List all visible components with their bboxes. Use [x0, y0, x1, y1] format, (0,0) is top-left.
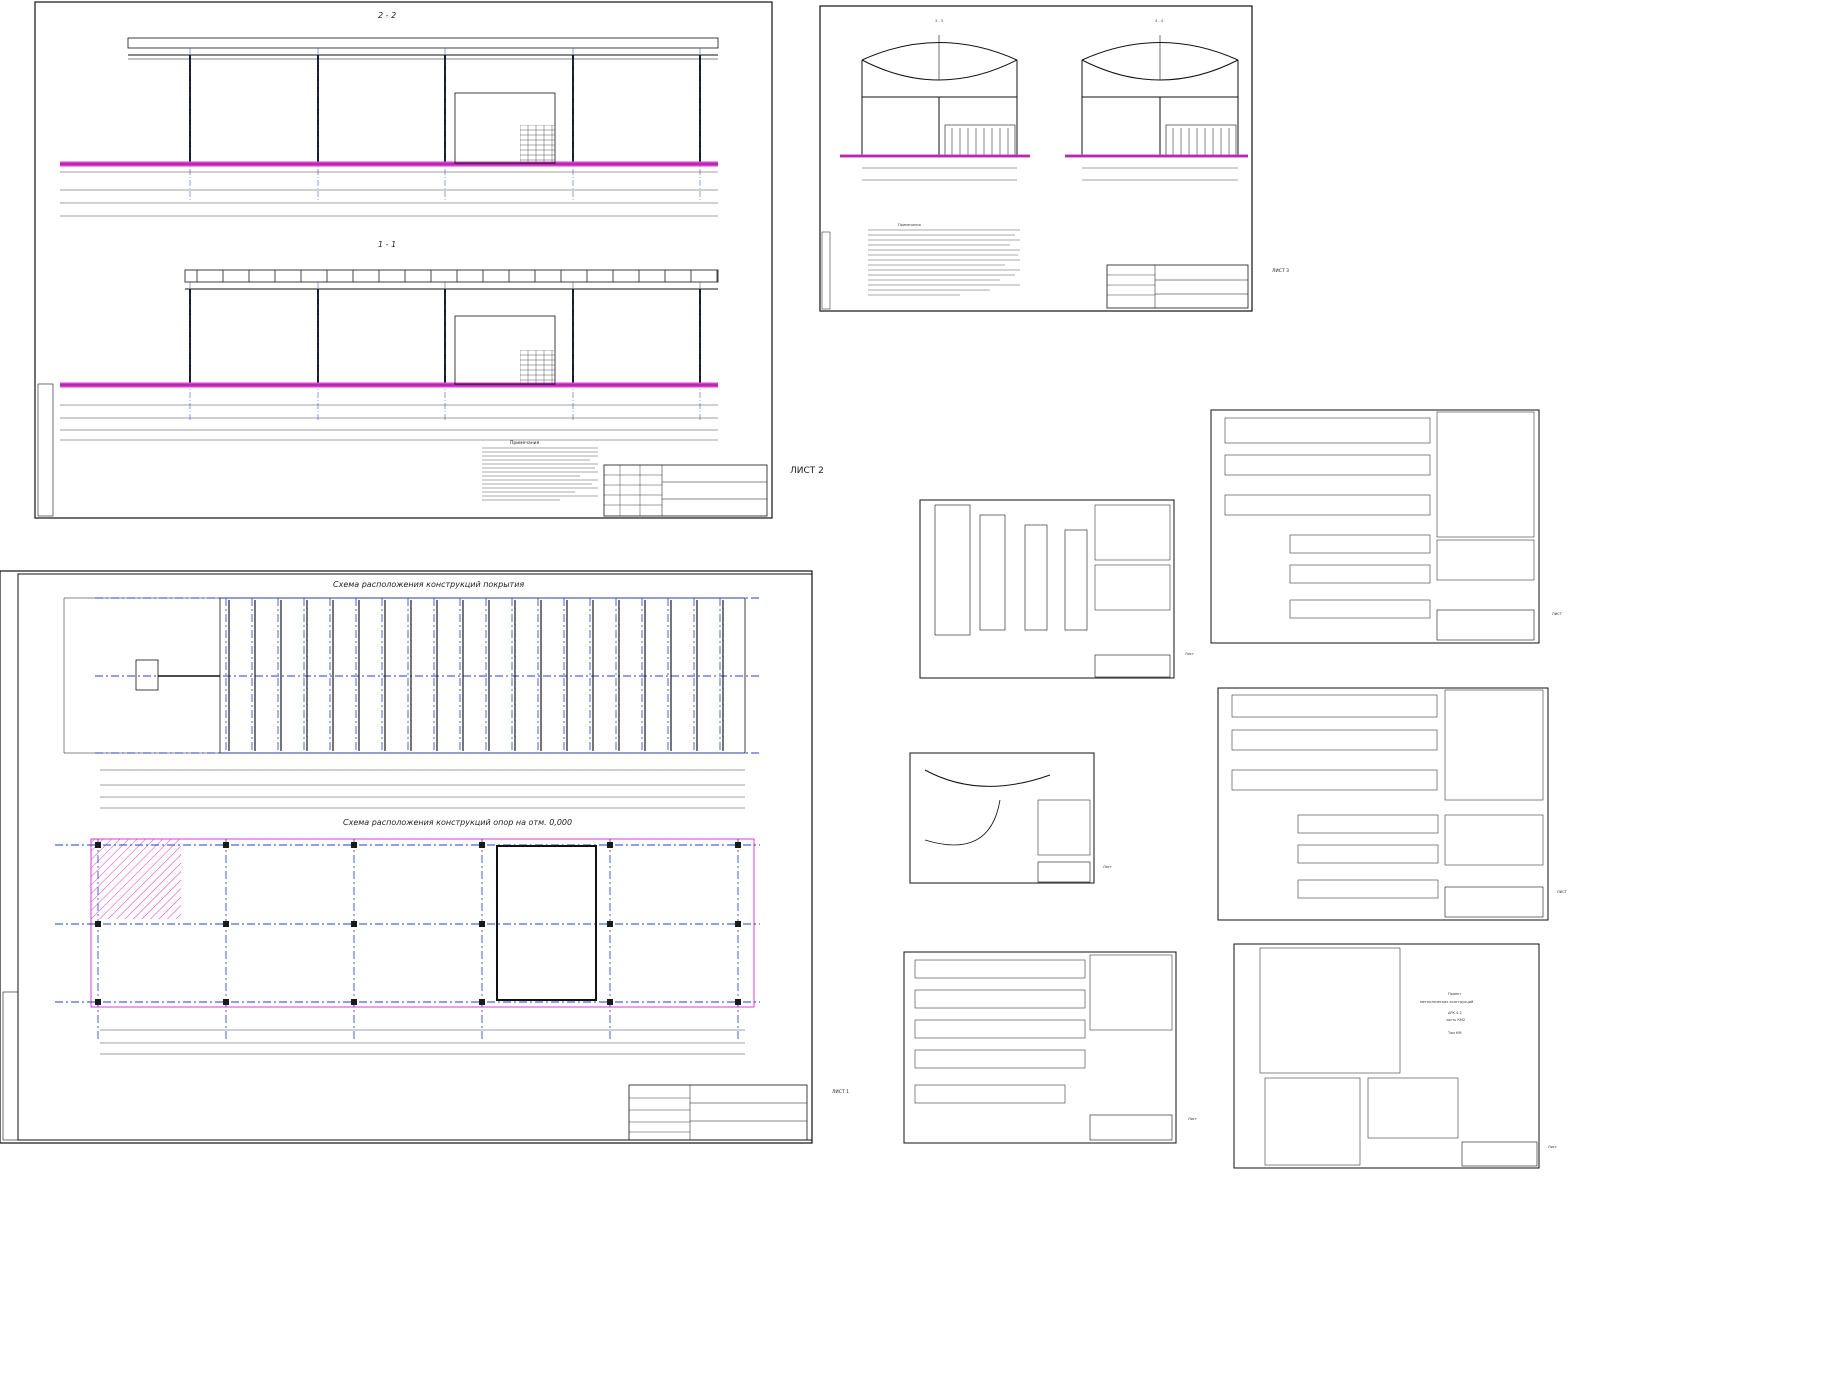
support-node: [95, 921, 101, 927]
sheet-sections-1: 2 - 2 1 - 1 Примечания: [34, 1, 824, 519]
support-node: [223, 842, 229, 848]
sheet-details-5: ЛИСТ: [1210, 409, 1563, 644]
title-block-1: [603, 464, 768, 517]
sheet-label-7: ЛИСТ: [1557, 890, 1568, 894]
title-block-3: [628, 1084, 808, 1141]
cover-title-3: АРК 4.2: [1448, 1011, 1462, 1015]
section-title-3-3: 3 - 3: [935, 19, 943, 23]
sheet-label-4: Лист: [1185, 652, 1194, 656]
section-title-4-4: 4 - 4: [1155, 19, 1164, 23]
plan-title-supports: Схема расположения конструкций опор на о…: [343, 818, 572, 827]
notes-title: Примечания: [510, 440, 540, 446]
support-node: [479, 921, 485, 927]
support-node: [351, 999, 357, 1005]
support-node: [351, 842, 357, 848]
section-title-2-2: 2 - 2: [378, 11, 396, 20]
support-axes: [95, 839, 741, 1040]
support-node: [735, 999, 741, 1005]
sheet-details-7: ЛИСТ: [1217, 687, 1568, 921]
sheet-label-2: ЛИСТ 3: [1272, 268, 1289, 274]
support-node: [607, 921, 613, 927]
support-node: [479, 999, 485, 1005]
sheet-label-1: ЛИСТ 2: [790, 466, 824, 476]
support-node: [223, 921, 229, 927]
support-node: [735, 842, 741, 848]
sheet-plans: Схема расположения конструкций покрытия …: [0, 570, 849, 1144]
plan-title-roof: Схема расположения конструкций покрытия: [333, 580, 524, 589]
support-node: [95, 842, 101, 848]
columns-1-1: [189, 270, 718, 420]
support-node: [479, 842, 485, 848]
title-block-2: [1106, 264, 1249, 309]
cover-title-1: Проект: [1448, 992, 1461, 996]
cover-title-2: металлических конструкций: [1420, 1000, 1473, 1004]
notes-lines: [482, 447, 598, 501]
cover-title-4: часть КМ2: [1446, 1018, 1465, 1022]
support-node: [735, 921, 741, 927]
sheet-details-6: Лист: [909, 752, 1112, 884]
notes-title-2: Примечания: [898, 223, 921, 227]
sheet-label-3: ЛИСТ 1: [832, 1089, 849, 1095]
sheet-label-9: Лист: [1548, 1145, 1557, 1149]
support-node: [351, 921, 357, 927]
sheet-label-5: ЛИСТ: [1552, 612, 1563, 616]
section-title-1-1: 1 - 1: [378, 240, 396, 249]
support-node: [607, 842, 613, 848]
sheet-details-4: Лист: [919, 499, 1194, 679]
sheet-label-6: Лист: [1103, 865, 1112, 869]
support-node: [95, 999, 101, 1005]
sheet-label-8: Лист: [1188, 1117, 1197, 1121]
cover-title-5: Том КМ: [1447, 1031, 1462, 1035]
columns-2-2: [189, 48, 701, 200]
notes-lines-2: [868, 229, 1020, 296]
roof-ribs: [225, 598, 724, 753]
support-node: [223, 999, 229, 1005]
support-node: [607, 999, 613, 1005]
sheet-cover: Проект металлических конструкций АРК 4.2…: [1233, 943, 1557, 1169]
sheet-details-8: Лист: [903, 951, 1197, 1144]
sheet-sections-2: 3 - 3 4 - 4 Примечания: [819, 5, 1289, 312]
